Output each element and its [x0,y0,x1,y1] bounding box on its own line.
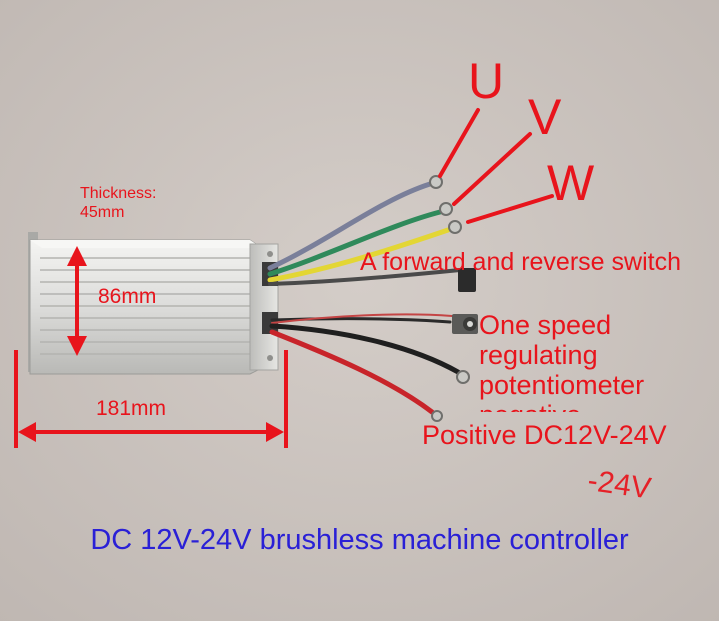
power-label: Positive DC12V-24V [422,420,667,450]
width-dimension-arrow [14,350,288,448]
potentiometer-label: One speed regulating potentiometer negat… [479,310,645,412]
height-dimension-label: 86mm [98,285,157,308]
reverse-switch-label: A forward and reverse switch [360,248,681,276]
phase-u-label: U [468,53,505,109]
controller-housing [28,232,279,375]
reverse-switch-connector [458,268,476,292]
potentiometer [452,314,478,334]
height-dimension-arrow [67,246,87,356]
annotation-lines [438,108,554,224]
control-wires [269,313,461,415]
power-terminals [431,370,470,422]
phase-wires [267,181,462,286]
product-caption: DC 12V-24V brushless machine controller [90,524,629,556]
phase-terminals [429,175,462,234]
phase-v-label: V [528,89,562,145]
thickness-label: Thickness: 45mm [80,185,157,221]
width-dimension-label: 181mm [96,397,167,420]
phase-w-label: W [547,155,595,211]
